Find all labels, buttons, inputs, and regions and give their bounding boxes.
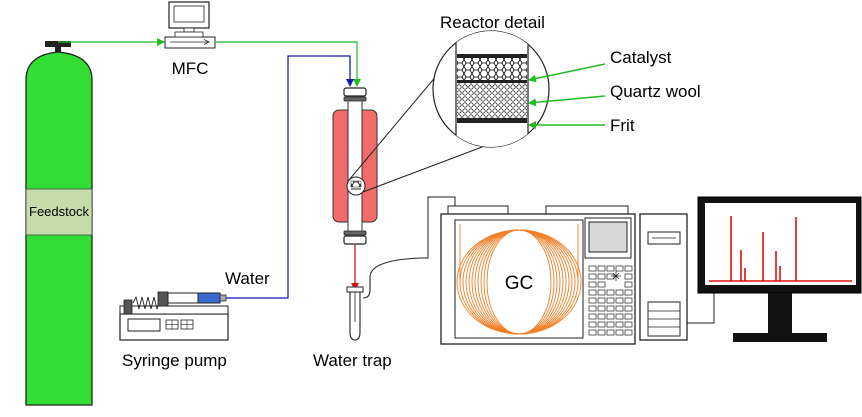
catalyst-label: Catalyst [610,48,672,67]
quartz-wool-pointer [528,95,606,107]
syringe-pump [119,291,240,341]
trap-to-gc-line [369,196,456,277]
gc-column-coil [456,224,582,335]
chromatogram [709,216,852,282]
quartz-wool-label: Quartz wool [610,82,701,101]
monitor [687,196,862,342]
water-trap-label: Water trap [313,351,392,370]
syringe-barrel [167,292,199,304]
frit-label: Frit [610,116,635,135]
water-line [240,55,354,299]
catalyst-pointer [528,63,606,83]
gc-label: GC [505,273,534,294]
mfc-unit [164,1,216,49]
catalyst-bed [457,58,527,80]
gc-instrument: GC [440,205,636,345]
gc-screen [588,221,628,253]
water-label: Water [225,269,270,288]
frit-layer [457,118,527,123]
gas-line-to-reactor [216,41,361,87]
reactor [332,87,378,245]
feedstock-label: Feedstock [29,204,89,219]
reactor-detail-title: Reactor detail [440,13,545,32]
mfc-label: MFC [172,59,209,78]
computer-tower [639,213,688,341]
gc-nav-pad [611,271,621,281]
syringe-water [197,292,221,304]
water-trap [346,196,456,341]
syringe-pump-label: Syringe pump [122,351,227,370]
feedstock-label-box [25,188,93,236]
feedstock-cylinder: Feedstock [25,41,93,406]
quartz-wool-layer [457,83,527,118]
reactor-detail [432,30,550,148]
gc-keypad [588,265,633,336]
